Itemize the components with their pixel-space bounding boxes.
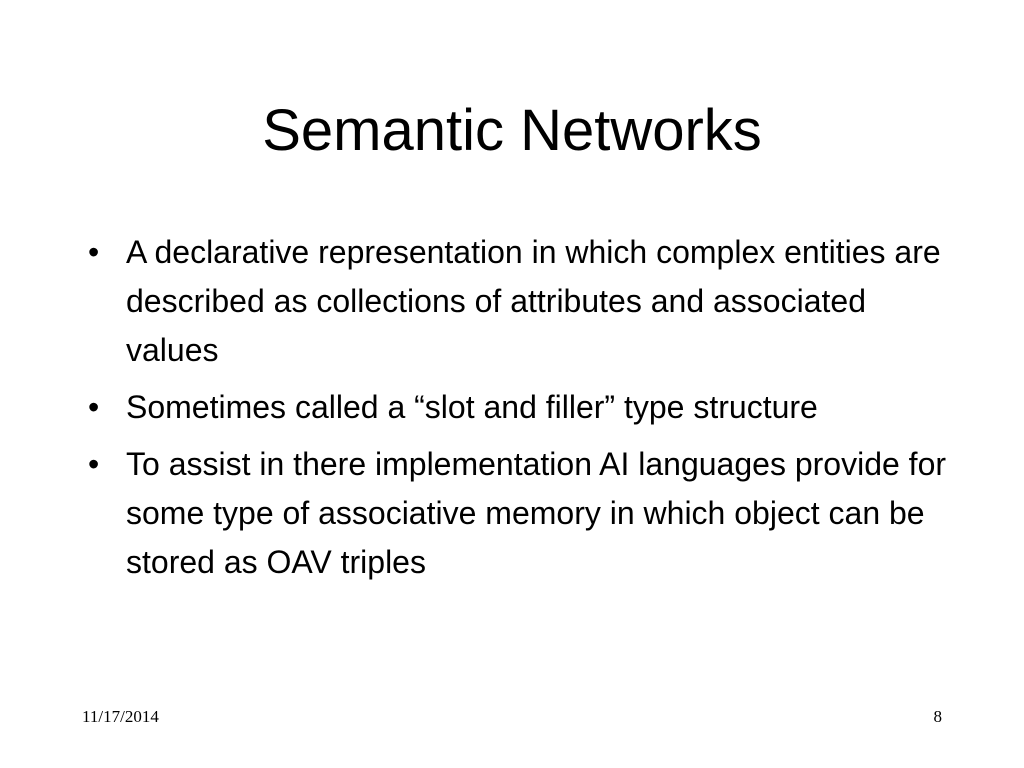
bullet-icon: •	[88, 389, 100, 425]
bullet-list: • A declarative representation in which …	[82, 228, 962, 595]
bullet-icon: •	[88, 446, 100, 482]
bullet-item: • A declarative representation in which …	[82, 228, 962, 375]
bullet-item: • Sometimes called a “slot and filler” t…	[82, 383, 962, 432]
footer-page-number: 8	[933, 707, 943, 726]
footer-date: 11/17/2014	[82, 707, 159, 726]
bullet-item: • To assist in there implementation AI l…	[82, 440, 962, 587]
bullet-icon: •	[88, 234, 100, 270]
bullet-text: Sometimes called a “slot and filler” typ…	[126, 389, 818, 425]
bullet-text: A declarative representation in which co…	[126, 234, 941, 368]
bullet-text: To assist in there implementation AI lan…	[126, 446, 947, 580]
slide-title: Semantic Networks	[262, 98, 762, 163]
